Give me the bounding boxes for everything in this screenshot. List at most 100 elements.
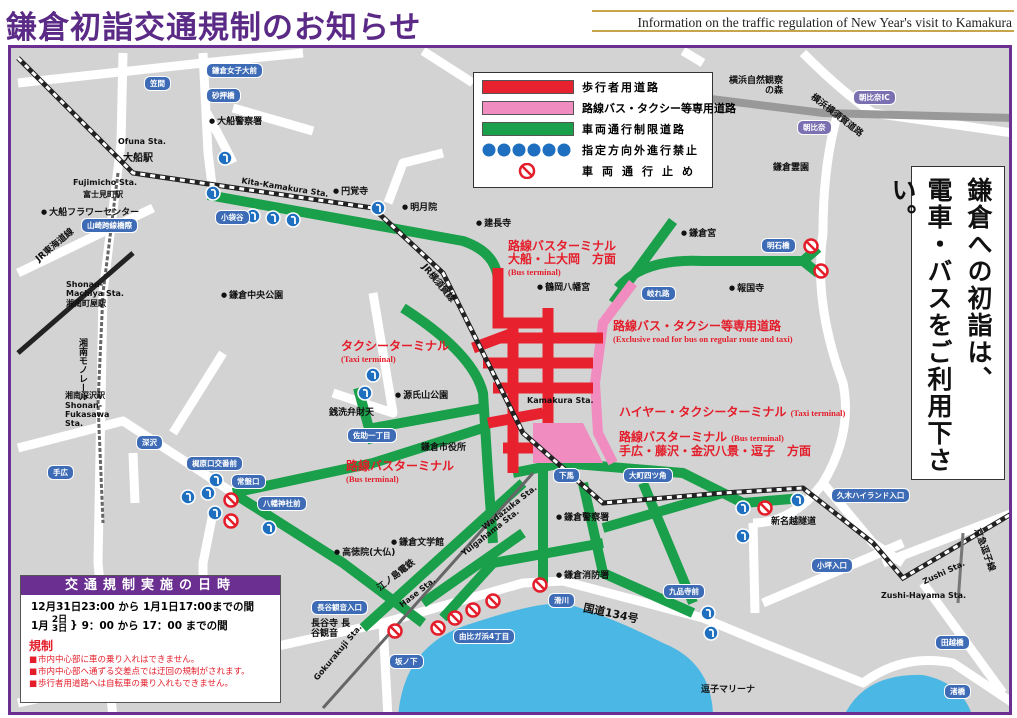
schedule-box: 交通規制実施の日時 12月31日23:00 から 1月1日17:00までの間 1… xyxy=(20,575,281,703)
arrow-icon xyxy=(212,508,218,517)
exclusive-road-label: 路線バス・タクシー等専用道路(Exclusive road for bus on… xyxy=(613,320,793,346)
restricted-roads xyxy=(207,190,822,632)
brace: } xyxy=(70,619,78,631)
road-label: 田越橋 xyxy=(935,635,970,650)
direction-sign-icon xyxy=(700,605,716,621)
direction-sign-icon xyxy=(370,200,386,216)
road-label: 深沢 xyxy=(136,435,163,450)
road-label: 由比ガ浜4丁目 xyxy=(453,629,516,644)
direction-sign-icon xyxy=(261,520,277,536)
road-label: 九品寺前 xyxy=(663,584,705,599)
terminal-name: ハイヤー・タクシーターミナル xyxy=(619,405,787,419)
arrow-icon xyxy=(375,203,381,212)
place-label: 鎌倉文学館 xyxy=(391,535,444,548)
road-label: 朝比奈IC xyxy=(853,90,896,105)
page-title: 鎌倉初詣交通規制のお知らせ xyxy=(6,10,422,46)
bus-terminal-east: 路線バスターミナル (Bus terminal)手広・藤沢・金沢八景・逗子 方面 xyxy=(619,431,811,458)
station-label: 富士見町駅 xyxy=(83,190,123,199)
place-label: 鎌倉中央公園 xyxy=(221,288,283,301)
place-label: 鎌倉消防署 xyxy=(556,568,609,581)
road-label: 明石橋 xyxy=(761,238,796,253)
no-entry-slash xyxy=(760,503,770,513)
legend: 歩行者用道路 路線バス・タクシー等専用道路 車両通行制限道路 指定方向外進行禁止… xyxy=(473,72,736,188)
road-label: 大町四ツ角 xyxy=(623,468,673,483)
place-label: 新名越隧道 xyxy=(771,517,817,527)
arrow-icon xyxy=(708,628,714,637)
terminal-direction: 手広・藤沢・金沢八景・逗子 方面 xyxy=(619,444,812,458)
notice-box: 鎌倉への初詣は、 電車・バスをご利用下さい。 xyxy=(888,166,1005,480)
map-frame[interactable]: 歩行者用道路 路線バス・タクシー等専用道路 車両通行制限道路 指定方向外進行禁止… xyxy=(8,45,1012,715)
bus-taxi-road xyxy=(589,280,637,466)
place-label: 建長寺 xyxy=(476,216,511,229)
place-label: 明月院 xyxy=(402,200,437,213)
direction-sign-icon xyxy=(205,185,221,201)
arrow-icon xyxy=(362,388,368,397)
terminal-en: (Exclusive road for bus on regular route… xyxy=(613,334,793,344)
direction-sign-icon xyxy=(703,625,719,641)
arrow-icon xyxy=(740,503,746,512)
road-label: 滑川 xyxy=(548,593,575,608)
legend-label: 車両通行止め xyxy=(582,165,702,178)
terminal-en: (Taxi terminal) xyxy=(341,354,396,364)
legend-label: 車両通行制限道路 xyxy=(582,123,686,136)
direction-sign-icon xyxy=(365,367,381,383)
direction-sign-icons xyxy=(482,142,572,158)
legend-label: 路線バス・タクシー等専用道路 xyxy=(582,102,736,115)
terminal-en: (Bus terminal) xyxy=(508,267,561,277)
place-label: 報国寺 xyxy=(729,281,764,294)
no-entry-slash xyxy=(806,241,816,251)
highway xyxy=(702,94,1009,122)
station-label: Kamakura Sta. xyxy=(527,396,594,405)
road-label: 長谷観音入口 xyxy=(311,600,368,615)
place-label: 高徳院(大仏) xyxy=(334,545,395,558)
arrow-icon xyxy=(266,523,272,532)
road-label: 常盤口 xyxy=(231,474,266,489)
station-label: Shonan-Machiya Sta. xyxy=(66,280,124,298)
bus-taxi-plaza xyxy=(533,423,603,463)
station-label: 大船駅 xyxy=(123,153,153,164)
regulation-title: 規制 xyxy=(29,639,54,653)
legend-label: 指定方向外進行禁止 xyxy=(582,144,699,157)
arrow-icon xyxy=(290,215,296,224)
place-label: 円覚寺 xyxy=(333,184,368,197)
arrow-icon xyxy=(222,153,228,162)
road-label: 小袋谷 xyxy=(215,210,250,225)
place-label: 鎌倉霊園 xyxy=(773,163,810,173)
road-label: 笠間 xyxy=(144,76,171,91)
bus-terminal-ofuna: 路線バスターミナル大船・上大岡 方面(Bus terminal) xyxy=(508,240,616,279)
place-label: 鎌倉市役所 xyxy=(421,443,467,453)
hire-taxi-terminal: ハイヤー・タクシーターミナル (Taxi terminal) xyxy=(619,406,845,420)
place-label: 大船警察署 xyxy=(209,114,262,127)
place-label: 大船フラワーセンター xyxy=(41,205,139,218)
regulation-rule: 市内中心部へ通ずる交差点では迂回の規制がされます。 xyxy=(21,666,280,678)
arrow-icon xyxy=(370,370,376,379)
schedule-title: 交通規制実施の日時 xyxy=(21,576,280,595)
arrow-icon xyxy=(270,213,276,222)
line-label: 湘南モノレール xyxy=(77,338,87,401)
no-entry-slash xyxy=(488,596,498,606)
sea-east xyxy=(846,674,971,712)
taxi-terminal: タクシーターミナル(Taxi terminal) xyxy=(341,340,449,366)
road-label: 朝比奈 xyxy=(797,120,832,135)
regulation-rule: 歩行者用道路へは自転車の乗り入れもできません。 xyxy=(21,678,280,690)
terminal-en: (Bus terminal) xyxy=(731,433,784,443)
no-entry-slash xyxy=(433,623,443,633)
direction-sign-icon xyxy=(735,528,751,544)
direction-sign-icon xyxy=(180,489,196,505)
station-label: Ofuna Sta. xyxy=(118,137,166,146)
road-label: 佐助一丁目 xyxy=(347,428,397,443)
place-label: 逗子マリーナ xyxy=(701,685,756,695)
legend-swatch-bus-taxi xyxy=(482,101,574,115)
bus-terminal-west: 路線バスターミナル(Bus terminal) xyxy=(346,460,454,486)
arrow-icon xyxy=(185,492,191,501)
road-label: 山崎跨線橋際 xyxy=(81,218,138,233)
place-label: 鎌倉警察署 xyxy=(556,510,609,523)
arrow-icon xyxy=(795,495,801,504)
arrow-icon xyxy=(205,488,211,497)
schedule-day: 3日 xyxy=(51,624,68,634)
terminal-name: 路線バスターミナル xyxy=(619,430,728,444)
no-entry-slash xyxy=(535,580,545,590)
terminal-direction: 大船・上大岡 方面 xyxy=(508,252,617,266)
no-entry-slash xyxy=(226,495,236,505)
